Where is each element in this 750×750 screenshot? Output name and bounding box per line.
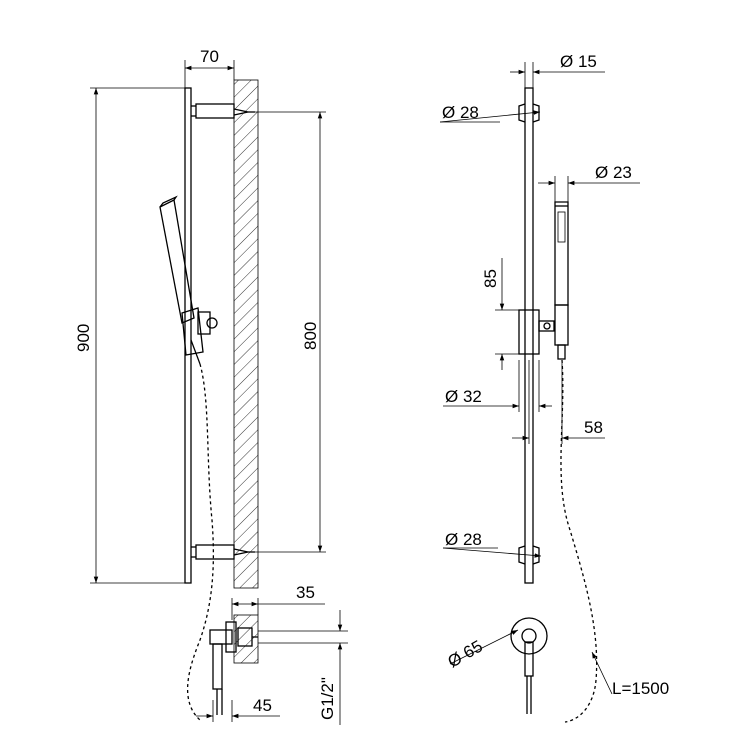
dim-45: 45 bbox=[196, 696, 280, 722]
hose-front bbox=[560, 359, 598, 723]
dim-900-label: 900 bbox=[74, 324, 93, 352]
hand-shower-front bbox=[554, 201, 569, 360]
dim-o65-label: Ø 65 bbox=[445, 637, 486, 672]
dim-o15: Ø 15 bbox=[510, 52, 605, 88]
hand-shower-side bbox=[159, 195, 218, 365]
dim-o32: Ø 32 bbox=[443, 360, 552, 412]
wall-outlet bbox=[209, 614, 259, 715]
dim-85-label: 85 bbox=[481, 269, 500, 288]
dim-o28-top-label: Ø 28 bbox=[442, 103, 479, 122]
dim-58-label: 58 bbox=[584, 418, 603, 437]
side-rail bbox=[184, 87, 192, 584]
dim-o23-label: Ø 23 bbox=[595, 163, 632, 182]
dim-70-label: 70 bbox=[200, 47, 219, 66]
slider bbox=[518, 309, 555, 355]
bottom-bracket bbox=[191, 544, 255, 560]
side-view: 70 900 800 bbox=[74, 47, 348, 725]
dim-o28-top: Ø 28 bbox=[439, 103, 541, 123]
dim-45-label: 45 bbox=[253, 696, 272, 715]
dim-g12-label: G1/2" bbox=[318, 677, 337, 720]
dim-g12: G1/2" bbox=[258, 610, 348, 725]
dim-l1500-label: L=1500 bbox=[612, 679, 669, 698]
dim-o28-bottom: Ø 28 bbox=[442, 530, 542, 558]
hose-side bbox=[186, 363, 215, 721]
dim-o23: Ø 23 bbox=[538, 163, 640, 202]
dim-35-label: 35 bbox=[296, 583, 315, 602]
dim-o28-bottom-label: Ø 28 bbox=[445, 530, 482, 549]
dim-l1500: L=1500 bbox=[591, 651, 669, 698]
dim-35: 35 bbox=[231, 583, 325, 620]
top-bracket bbox=[191, 103, 255, 119]
dim-o65: Ø 65 bbox=[445, 629, 519, 672]
dim-85: 85 bbox=[481, 258, 519, 370]
front-view: Ø 15 Ø 28 Ø 23 85 bbox=[439, 52, 669, 723]
dim-800: 800 bbox=[255, 111, 326, 553]
wall-hatch bbox=[233, 79, 259, 589]
dim-900: 900 bbox=[74, 87, 185, 584]
dim-70: 70 bbox=[184, 47, 235, 88]
front-rail bbox=[524, 87, 534, 584]
wall-outlet-front bbox=[510, 617, 548, 714]
dim-58: 58 bbox=[512, 360, 605, 444]
dim-800-label: 800 bbox=[301, 322, 320, 350]
dim-o15-label: Ø 15 bbox=[560, 52, 597, 71]
dim-o32-label: Ø 32 bbox=[445, 387, 482, 406]
